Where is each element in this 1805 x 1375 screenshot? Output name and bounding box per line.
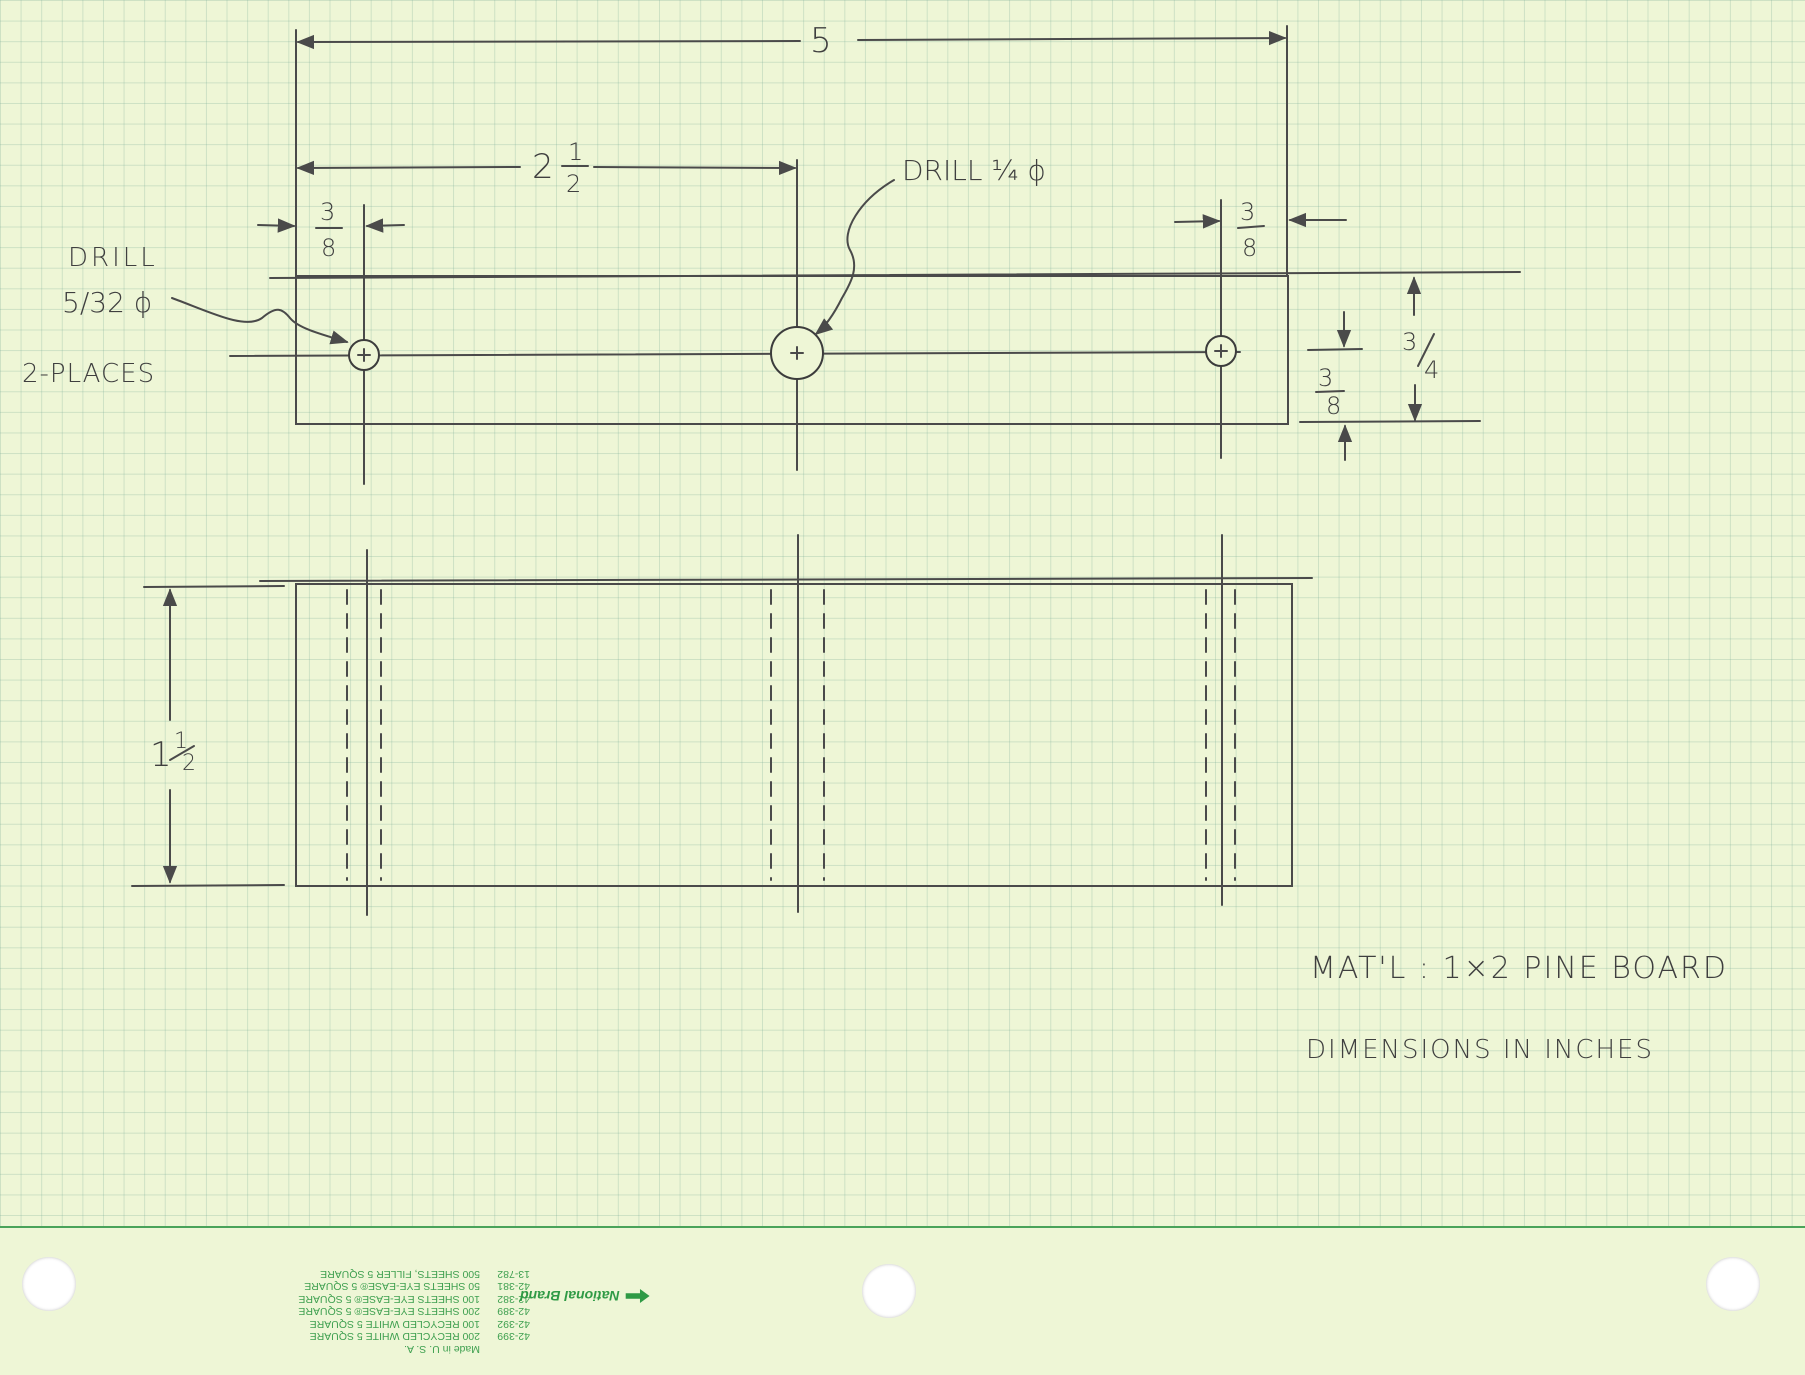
overall-length-dim-line-left <box>296 34 801 50</box>
center-hole-dim-whole: 2 <box>532 147 554 187</box>
material-note: MAT'L : 1×2 PINE BOARD <box>1310 951 1728 986</box>
side-view: 1 1 2 <box>131 534 1313 916</box>
small-holes-size-label: 5/32 ϕ <box>62 286 152 319</box>
board-height-den: 4 <box>1424 356 1439 384</box>
board-height-num: 3 <box>1402 328 1417 356</box>
overall-length-dim-line-right <box>857 30 1287 46</box>
board-width-den: 2 <box>182 751 196 776</box>
top-view: 5 2 1 2 3 8 3 8 3 8 <box>22 21 1521 485</box>
hole-height-num: 3 <box>1318 364 1333 392</box>
small-holes-count-label: 2-PLACES <box>22 359 155 389</box>
right-offset-den: 8 <box>1242 234 1257 262</box>
made-in-label: Made in U. S. A. <box>404 1343 480 1355</box>
center-hole-dim-line-left <box>296 160 521 176</box>
hole-centerline <box>229 351 1241 357</box>
side-view-outline <box>295 583 1293 887</box>
board-width-whole: 1 <box>150 735 172 775</box>
center-hole-dim-line-right <box>593 160 797 176</box>
brand-name: National Brand <box>520 1288 620 1304</box>
hole-height-den: 8 <box>1326 392 1341 420</box>
board-width-num: 1 <box>174 729 188 754</box>
brand-logo: National Brand <box>520 1288 650 1304</box>
center-hole-dim-num: 1 <box>568 138 583 166</box>
center-hole-dim-den: 2 <box>566 170 581 198</box>
punch-hole-left <box>22 1257 76 1311</box>
center-hole-drill-label: DRILL ¼ ϕ <box>902 154 1046 187</box>
overall-length-label: 5 <box>810 21 832 61</box>
left-offset-den: 8 <box>321 234 336 262</box>
brand-arrow-icon <box>626 1289 650 1303</box>
center-hole-leader <box>814 179 895 336</box>
punch-hole-center <box>862 1264 916 1318</box>
left-offset-num: 3 <box>320 198 335 226</box>
units-note: DIMENSIONS IN INCHES <box>1306 1035 1654 1065</box>
right-offset-num: 3 <box>1240 198 1255 226</box>
small-holes-leader <box>171 297 349 345</box>
punch-hole-right <box>1706 1257 1760 1311</box>
small-holes-drill-label: DRILL <box>68 243 158 273</box>
